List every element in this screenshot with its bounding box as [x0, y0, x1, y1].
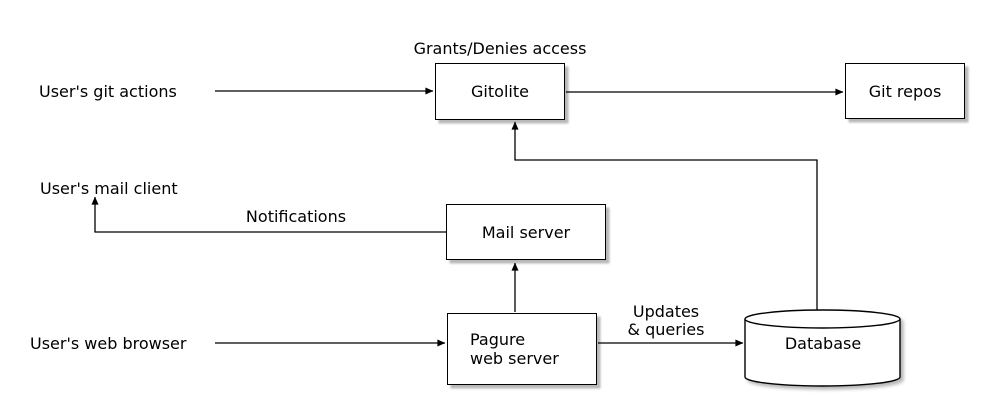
node-pagure-web-server: Pagure web server: [447, 313, 597, 385]
database-cylinder: [744, 309, 901, 387]
node-mail-server: Mail server: [446, 204, 606, 260]
node-database-label: Database: [784, 334, 862, 353]
node-mail-server-label: Mail server: [481, 222, 571, 242]
node-git-repos: Git repos: [845, 63, 965, 119]
pagure-label-line1: Pagure: [470, 330, 526, 349]
node-gitolite: Gitolite: [435, 63, 565, 120]
actor-mail-client-label: User's mail client: [40, 179, 178, 198]
updates-label-line2: & queries: [627, 320, 705, 339]
edge-database-to-gitolite: [511, 121, 818, 310]
pagure-label-line2: web server: [470, 349, 559, 368]
edge-label-updates-queries: Updates & queries: [628, 303, 705, 339]
node-git-repos-label: Git repos: [868, 81, 942, 101]
node-gitolite-label: Gitolite: [471, 82, 529, 101]
edge-mail-server-to-mail-client: [91, 196, 446, 233]
edge-label-notifications: Notifications: [245, 207, 347, 226]
edge-label-grants-denies-access: Grants/Denies access: [413, 39, 587, 58]
actor-web-browser-label: User's web browser: [30, 334, 187, 353]
node-pagure-web-server-label: Pagure web server: [470, 330, 559, 368]
actor-git-actions-label: User's git actions: [39, 82, 177, 101]
updates-label-line1: Updates: [632, 302, 700, 321]
